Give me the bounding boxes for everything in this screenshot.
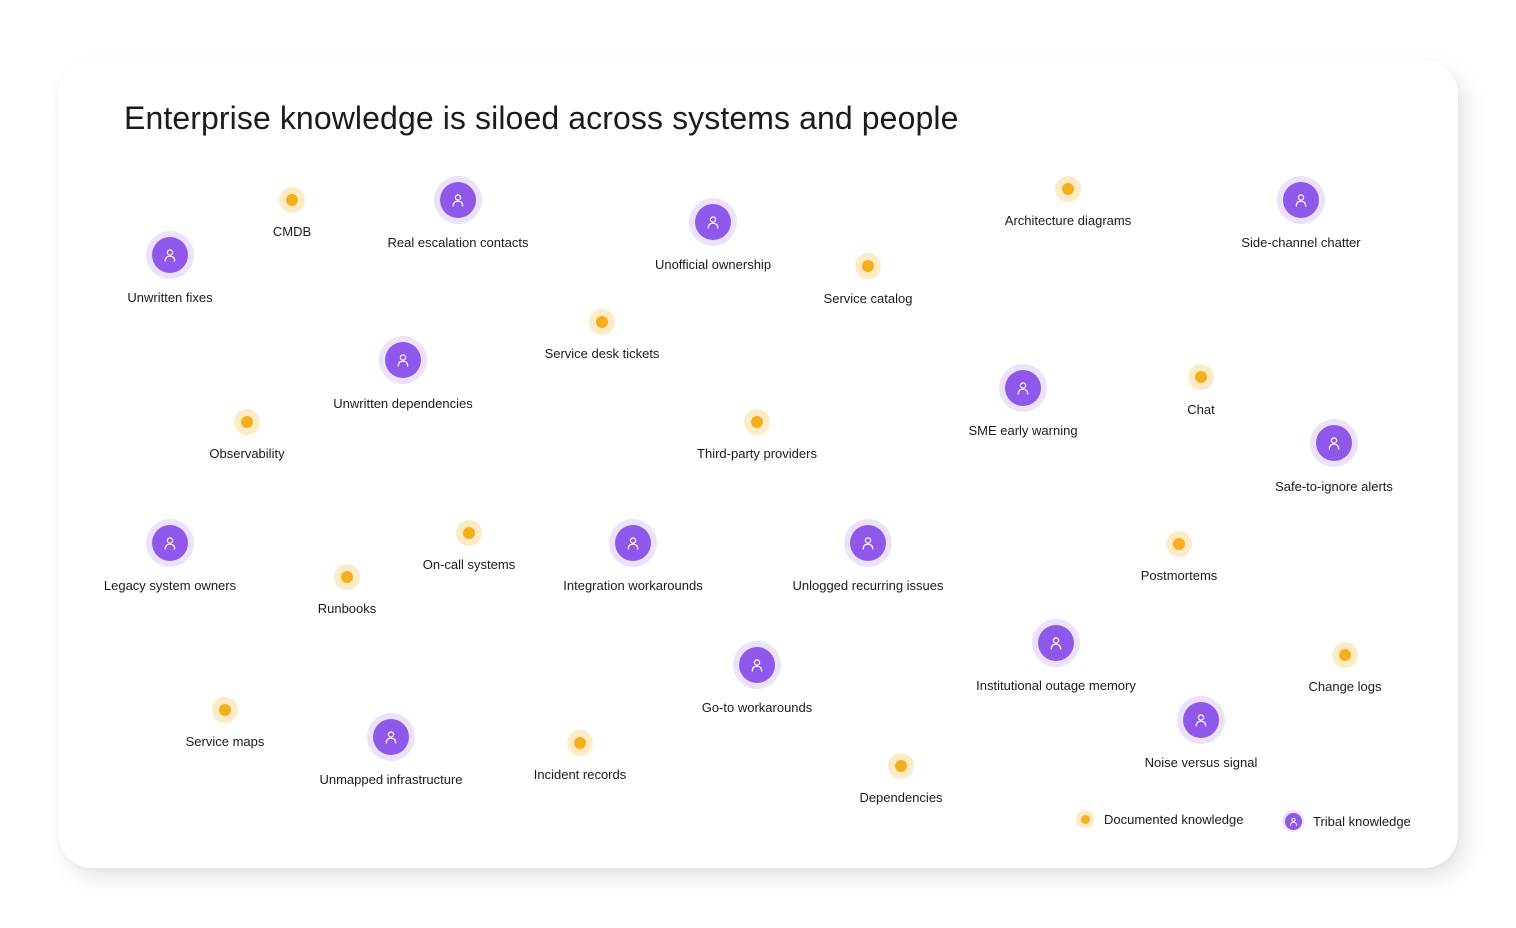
dot-icon xyxy=(334,564,360,590)
person-icon xyxy=(367,713,415,761)
dot-icon xyxy=(855,253,881,279)
node-label: Service desk tickets xyxy=(544,346,660,361)
node-label: Third-party providers xyxy=(697,446,817,461)
person-icon xyxy=(1032,619,1080,667)
legend-item-documented: Documented knowledge xyxy=(1076,810,1243,828)
dot-icon xyxy=(589,309,615,335)
person-icon xyxy=(379,336,427,384)
dot-icon xyxy=(1188,364,1214,390)
person-icon xyxy=(434,176,482,224)
node-label: Dependencies xyxy=(859,790,943,805)
person-icon xyxy=(844,519,892,567)
person-icon xyxy=(609,519,657,567)
person-icon xyxy=(689,198,737,246)
dot-icon xyxy=(744,409,770,435)
dot-icon xyxy=(456,520,482,546)
legend-item-tribal: Tribal knowledge xyxy=(1282,810,1411,832)
person-icon xyxy=(733,641,781,689)
node-label: Unmapped infrastructure xyxy=(319,772,463,787)
node-label: Service catalog xyxy=(823,291,913,306)
node-label: Integration workarounds xyxy=(563,578,703,593)
person-icon xyxy=(1177,696,1225,744)
dot-icon xyxy=(1076,810,1094,828)
dot-icon xyxy=(567,730,593,756)
legend-label-documented: Documented knowledge xyxy=(1104,811,1244,827)
node-label: Real escalation contacts xyxy=(387,235,529,250)
dot-icon xyxy=(212,697,238,723)
dot-icon xyxy=(888,753,914,779)
node-label: Unwritten fixes xyxy=(127,290,213,305)
node-label: Unwritten dependencies xyxy=(333,396,473,411)
person-icon xyxy=(146,231,194,279)
node-label: Noise versus signal xyxy=(1144,755,1258,770)
node-label: Observability xyxy=(209,446,285,461)
page-title: Enterprise knowledge is siloed across sy… xyxy=(124,100,959,136)
dot-icon xyxy=(1055,176,1081,202)
node-label: Architecture diagrams xyxy=(1004,213,1132,228)
diagram-card xyxy=(58,60,1458,868)
legend-label-tribal: Tribal knowledge xyxy=(1313,813,1411,829)
node-label: Chat xyxy=(1187,402,1215,417)
node-label: Side-channel chatter xyxy=(1241,235,1361,250)
node-label: Institutional outage memory xyxy=(976,678,1136,693)
dot-icon xyxy=(1332,642,1358,668)
node-label: Unofficial ownership xyxy=(654,257,772,272)
node-label: Legacy system owners xyxy=(103,578,237,593)
node-label: Go-to workarounds xyxy=(701,700,813,715)
node-label: Runbooks xyxy=(317,601,377,616)
node-label: CMDB xyxy=(272,224,312,239)
node-label: Change logs xyxy=(1308,679,1382,694)
person-icon xyxy=(146,519,194,567)
dot-icon xyxy=(234,409,260,435)
dot-icon xyxy=(279,187,305,213)
node-label: Unlogged recurring issues xyxy=(792,578,944,593)
node-label: Safe-to-ignore alerts xyxy=(1275,479,1393,494)
node-label: Postmortems xyxy=(1140,568,1218,583)
node-label: Service maps xyxy=(185,734,265,749)
dot-icon xyxy=(1166,531,1192,557)
node-label: SME early warning xyxy=(968,423,1078,438)
node-label: On-call systems xyxy=(422,557,516,572)
person-icon xyxy=(999,364,1047,412)
person-icon xyxy=(1310,419,1358,467)
person-icon xyxy=(1282,810,1304,832)
node-label: Incident records xyxy=(533,767,627,782)
person-icon xyxy=(1277,176,1325,224)
